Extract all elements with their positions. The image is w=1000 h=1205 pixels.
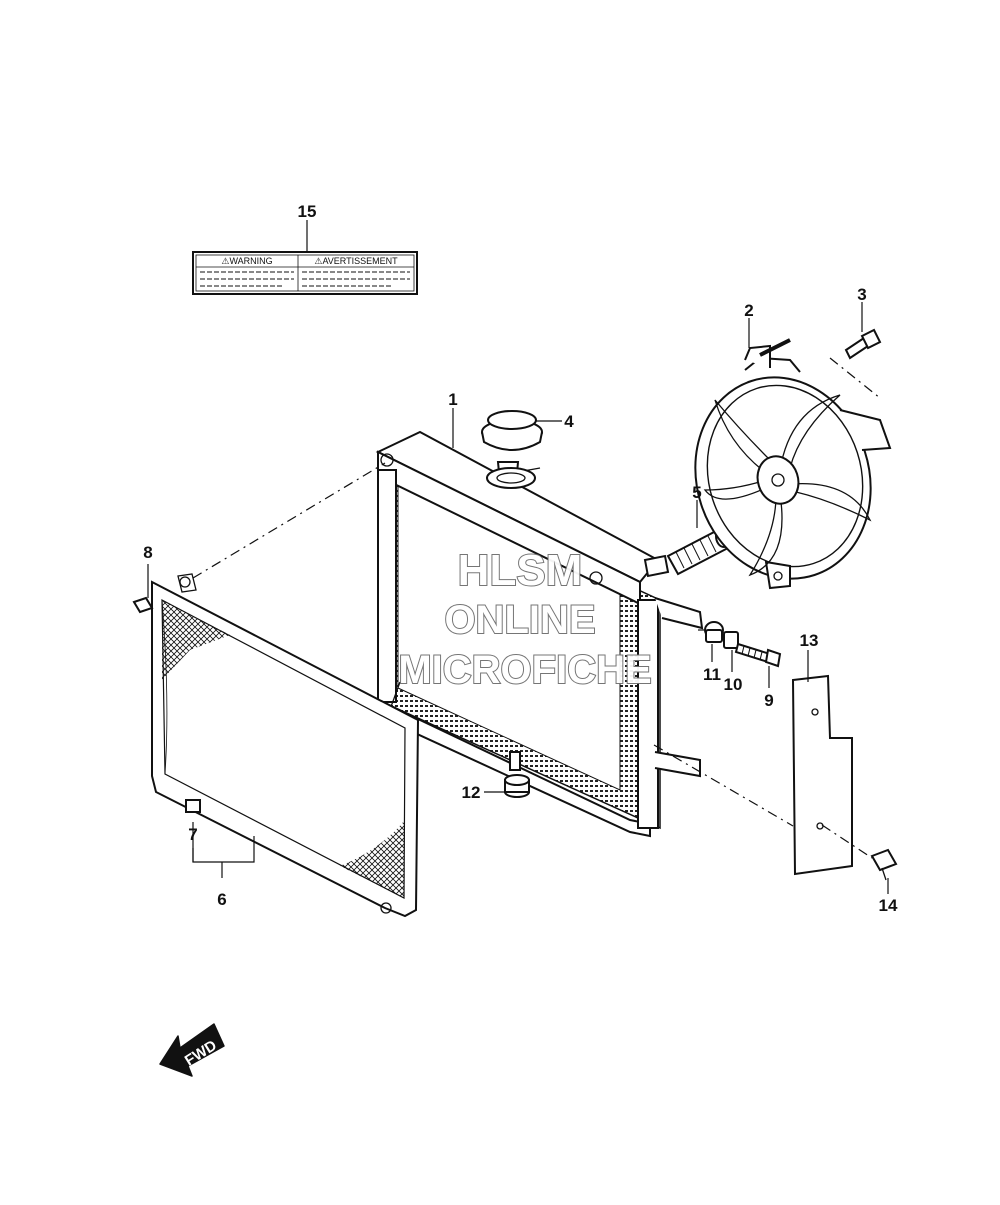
- callout-8: 8: [143, 543, 152, 562]
- callout-2: 2: [744, 301, 753, 320]
- callout-6: 6: [217, 890, 226, 909]
- bolt-3: [844, 328, 882, 360]
- callout-3: 3: [857, 285, 866, 304]
- warning-label-right-text: ⚠AVERTISSEMENT: [314, 256, 398, 266]
- callout-7: 7: [188, 825, 197, 844]
- callout-labels: 1 2 3 4 5 6 7 8 9 10 11 12 13 14 15: [143, 202, 898, 915]
- callout-10: 10: [724, 675, 743, 694]
- callout-11: 11: [703, 665, 721, 684]
- collar-10: [723, 631, 739, 649]
- callout-1: 1: [448, 390, 457, 409]
- callout-15: 15: [298, 202, 317, 221]
- shroud-plate: [791, 674, 853, 876]
- callout-4: 4: [564, 412, 574, 431]
- grommet-11: [704, 621, 724, 643]
- watermark-line-2: ONLINE: [444, 598, 595, 642]
- bolt-8: [132, 596, 154, 614]
- bolt-9: [734, 642, 782, 668]
- callout-13: 13: [800, 631, 819, 650]
- rivet-14: [870, 848, 898, 881]
- watermark: HLSM ONLINE MICROFICHE: [397, 545, 652, 693]
- leader-lines: [147, 220, 889, 894]
- fwd-arrow-icon: FWD: [159, 1023, 225, 1077]
- radiator-guard: [151, 573, 420, 918]
- radiator: [375, 430, 704, 838]
- watermark-line-1: HLSM: [458, 546, 583, 595]
- clip-7: [185, 799, 201, 813]
- watermark-line-3: MICROFICHE: [398, 648, 651, 692]
- grommet-12: [504, 774, 530, 798]
- assembly-lines: [192, 357, 881, 859]
- warning-label-left-text: ⚠WARNING: [221, 256, 272, 266]
- callout-14: 14: [879, 896, 898, 915]
- radiator-cap: [481, 410, 543, 489]
- warning-label: ⚠WARNING ⚠AVERTISSEMENT: [192, 251, 418, 295]
- callout-5: 5: [692, 483, 701, 502]
- callout-9: 9: [764, 691, 773, 710]
- callout-12: 12: [462, 783, 481, 802]
- cooling-fan: [694, 338, 892, 590]
